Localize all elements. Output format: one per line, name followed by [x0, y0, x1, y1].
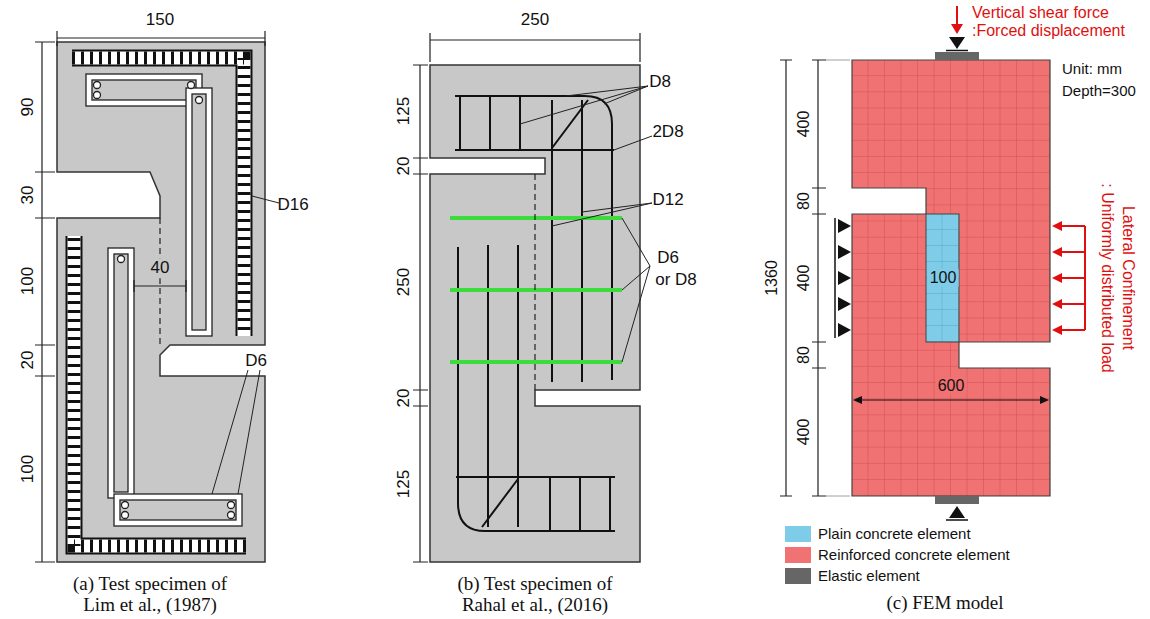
- dimension-label: 600: [936, 377, 967, 395]
- caption: (b) Test specimen of Rahal et al., (2016…: [445, 573, 625, 616]
- dimension-label: 400: [795, 265, 813, 292]
- legend-swatch: [785, 568, 811, 584]
- leader-line: [520, 86, 652, 362]
- dimension-label: 250: [394, 268, 414, 296]
- legend-swatch: [785, 526, 811, 542]
- unit-note: Unit: mm: [1062, 60, 1122, 77]
- dimension-label: 80: [795, 346, 813, 364]
- dimension-label: 400: [795, 111, 813, 138]
- dimension-label: 90: [18, 98, 38, 117]
- rebar-label: 2D8: [652, 122, 683, 142]
- rebar-label: D16: [277, 195, 308, 215]
- dimension-label: 125: [394, 97, 414, 125]
- rebar-label: D8: [649, 72, 671, 92]
- dimension-label: 80: [795, 192, 813, 210]
- dimension-label: 250: [521, 10, 549, 30]
- load-note: : Uniformly distributed load: [1098, 183, 1116, 372]
- legend-swatch: [785, 547, 811, 563]
- load-note: Vertical shear force :Forced displacemen…: [972, 4, 1150, 41]
- d6-stirrup: [450, 218, 622, 362]
- dimension-label: 1360: [763, 260, 781, 296]
- dimension-label: 40: [149, 258, 172, 278]
- dimension-label: 150: [146, 10, 174, 30]
- dimension-label: 20: [394, 157, 414, 176]
- rebar-label: D12: [652, 190, 683, 210]
- rebar-label: or D8: [655, 270, 697, 290]
- dimension-label: 20: [394, 389, 414, 408]
- legend-text: Elastic element: [818, 567, 920, 584]
- specimen-b: [413, 33, 652, 562]
- dimension-label: 400: [795, 419, 813, 446]
- specimen-a: [35, 31, 279, 562]
- legend-text: Reinforced concrete element: [818, 546, 1010, 563]
- rebar-label: D6: [245, 351, 267, 371]
- dimension-label: 100: [928, 269, 959, 287]
- fem-model: [780, 6, 1085, 520]
- rebar-label: D6: [657, 248, 679, 268]
- depth-note: Depth=300: [1062, 82, 1136, 99]
- dimension-label: 30: [18, 186, 38, 205]
- rebar-cage: [455, 96, 615, 531]
- d16-bar: [72, 58, 246, 546]
- d6-stirrup: [86, 74, 242, 526]
- dimension-label: 100: [18, 455, 38, 483]
- legend-text: Plain concrete element: [818, 525, 971, 542]
- caption: (c) FEM model: [886, 592, 1003, 614]
- dimension-label: 100: [18, 267, 38, 295]
- dimension-label: 20: [18, 351, 38, 370]
- dimension-label: 125: [394, 470, 414, 498]
- caption: (a) Test specimen of Lim et al., (1987): [60, 573, 240, 616]
- load-note: Lateral Confinement: [1119, 206, 1137, 350]
